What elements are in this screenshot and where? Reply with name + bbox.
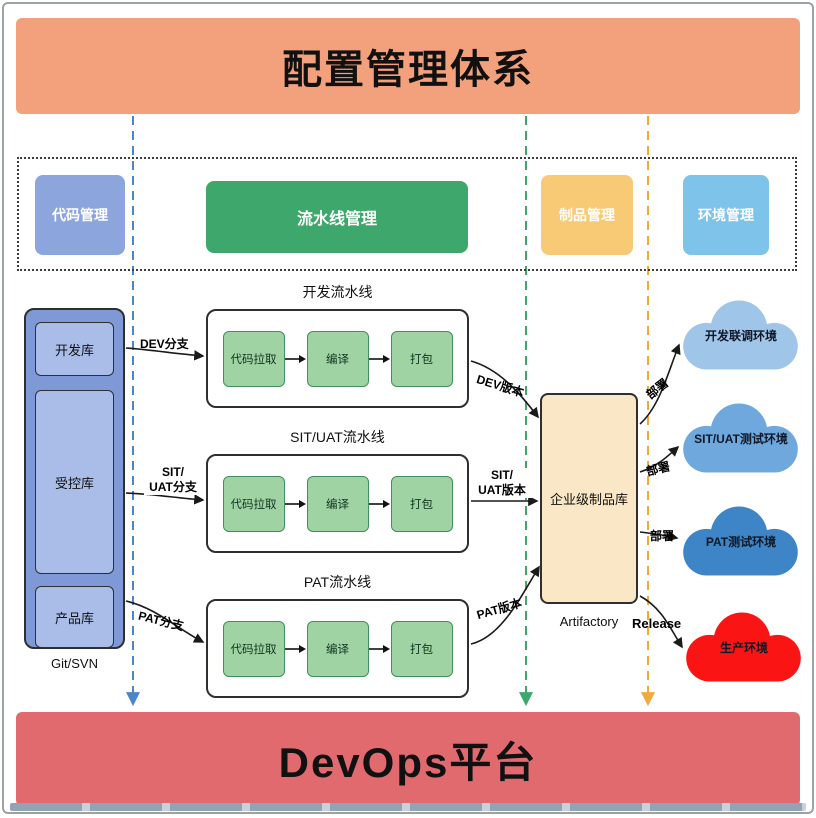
pipeline-dev: 开发流水线 代码拉取 编译 打包: [206, 282, 469, 408]
pipeline-box: 代码拉取 编译 打包: [206, 599, 469, 698]
pipeline-step: 代码拉取: [222, 475, 285, 532]
step-label: 编译: [326, 643, 349, 656]
repo-label-product: 产品库: [54, 610, 94, 626]
step-label: 打包: [410, 353, 433, 366]
environment-label: SIT/UAT测试环境: [694, 432, 788, 446]
cloud-icon: [686, 612, 801, 682]
version-label-pat: PAT版本: [475, 595, 524, 623]
title-banner: 配置管理体系: [16, 18, 800, 114]
pipeline-step: 代码拉取: [222, 620, 285, 677]
repo-label-dev: 开发库: [54, 342, 94, 358]
step-label: 打包: [410, 643, 433, 656]
devops-platform-banner: DevOps平台: [16, 712, 800, 806]
step-label: 代码拉取: [230, 498, 277, 511]
pipeline-step: 编译: [306, 330, 369, 387]
step-arrow-icon: [368, 354, 390, 363]
pipeline-step: 打包: [390, 475, 453, 532]
pipeline-step: 编译: [306, 475, 369, 532]
step-label: 编译: [326, 498, 349, 511]
pipeline-box: 代码拉取 编译 打包: [206, 454, 469, 553]
git-svn-caption: Git/SVN: [51, 656, 98, 671]
cloud-icon: [683, 403, 798, 473]
step-arrow-icon: [368, 499, 390, 508]
repo-box-product: 产品库: [35, 586, 114, 648]
version-label-dev: DEV版本: [474, 372, 526, 400]
pipeline-title: 开发流水线: [302, 284, 373, 300]
step-label: 打包: [410, 498, 433, 511]
step-label: 代码拉取: [230, 353, 277, 366]
management-box-pipeline: 流水线管理: [206, 181, 468, 253]
pipeline-step: 打包: [390, 620, 453, 677]
pipeline-step: 编译: [306, 620, 369, 677]
devops-platform-title: DevOps平台: [278, 738, 538, 786]
environment-label: PAT测试环境: [705, 535, 777, 549]
artifact-repo-box: 企业级制品库: [540, 393, 638, 604]
pipeline-step: 打包: [390, 330, 453, 387]
management-box-code: 代码管理: [35, 175, 125, 255]
environment-label: 开发联调环境: [704, 329, 777, 343]
management-legend: [17, 157, 797, 271]
step-arrow-icon: [284, 644, 306, 653]
environment-cloud-dev: 开发联调环境: [670, 295, 812, 377]
repo-label-controlled: 受控库: [54, 475, 94, 491]
branch-label-pat: PAT分支: [136, 608, 186, 634]
environment-cloud-situat: SIT/UAT测试环境: [670, 398, 812, 480]
step-arrow-icon: [368, 644, 390, 653]
environment-cloud-production: 生产环境: [673, 607, 812, 689]
management-box-artifact: 制品管理: [541, 175, 633, 255]
cloud-icon: [683, 506, 798, 576]
environment-cloud-pat: PAT测试环境: [670, 501, 812, 583]
pipeline-situat: SIT/UAT流水线 代码拉取 编译 打包: [206, 427, 469, 553]
management-label-code: 代码管理: [52, 207, 108, 223]
pipeline-step: 代码拉取: [222, 330, 285, 387]
repo-box-controlled: 受控库: [35, 390, 114, 574]
deploy-label-situat: 部署: [644, 459, 672, 479]
management-label-artifact: 制品管理: [559, 207, 615, 223]
step-label: 代码拉取: [230, 643, 277, 656]
window-edge-artifact: [10, 803, 806, 811]
deploy-label-pat: 部署: [650, 529, 675, 543]
git-svn-group: 开发库 受控库 产品库: [24, 308, 125, 649]
management-label-pipeline: 流水线管理: [296, 211, 377, 228]
artifact-repo-caption: Artifactory: [559, 614, 619, 629]
step-label: 编译: [326, 353, 349, 366]
repo-box-dev: 开发库: [35, 322, 114, 376]
artifact-repo-label: 企业级制品库: [549, 492, 628, 507]
branch-label-dev: DEV分支: [140, 337, 189, 351]
environment-label: 生产环境: [719, 641, 768, 655]
version-label-situat: SIT/ UAT版本: [472, 468, 532, 498]
page-title: 配置管理体系: [282, 48, 534, 92]
pipeline-title: PAT流水线: [303, 574, 372, 590]
pipeline-title: SIT/UAT流水线: [290, 429, 385, 445]
step-arrow-icon: [284, 354, 306, 363]
management-label-environment: 环境管理: [698, 207, 754, 223]
pipeline-pat: PAT流水线 代码拉取 编译 打包: [206, 572, 469, 698]
branch-label-situat: SIT/ UAT分支: [144, 465, 202, 495]
deploy-label-dev: 部署: [643, 375, 672, 402]
cloud-icon: [683, 300, 798, 370]
pipeline-box: 代码拉取 编译 打包: [206, 309, 469, 408]
step-arrow-icon: [284, 499, 306, 508]
management-box-environment: 环境管理: [683, 175, 769, 255]
release-label: Release: [632, 616, 682, 631]
